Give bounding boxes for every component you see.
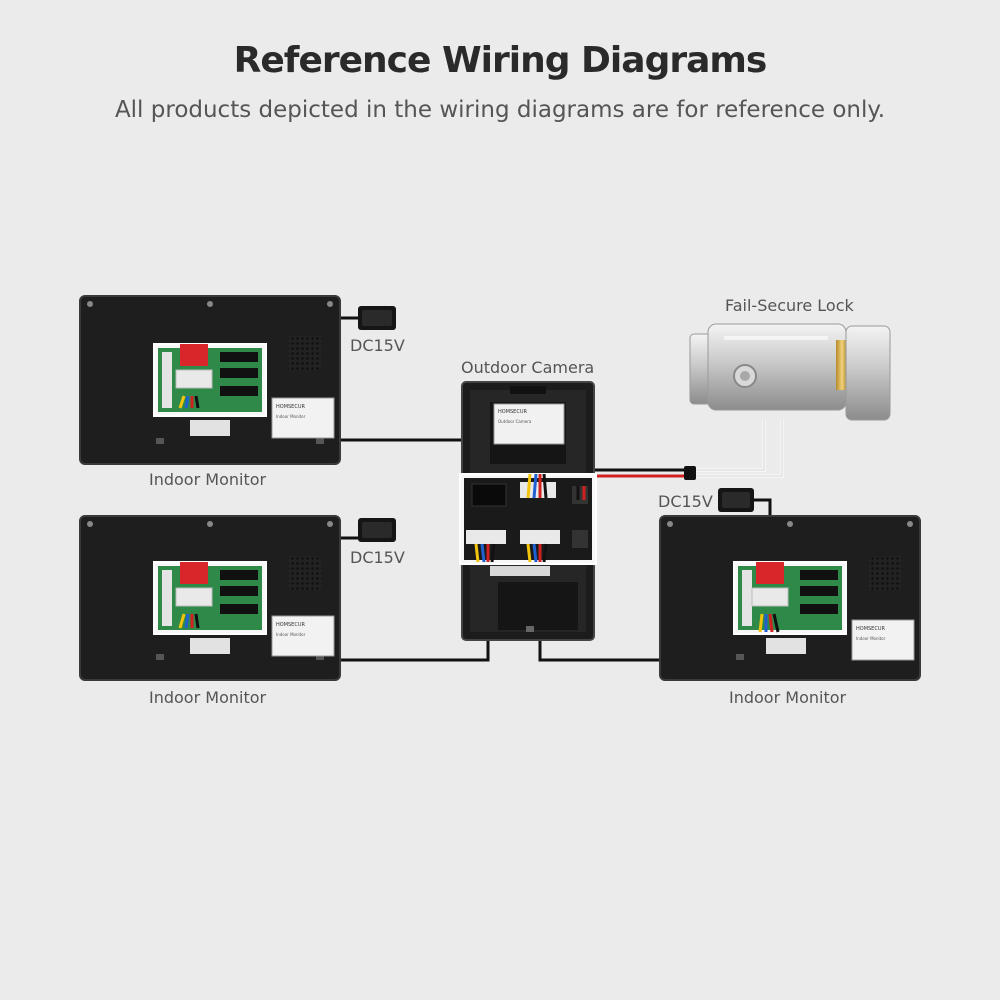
label-indoor-monitor-2: Indoor Monitor (149, 688, 267, 707)
label-fail-secure-lock: Fail-Secure Lock (725, 296, 854, 315)
label-outdoor-camera: Outdoor Camera (461, 358, 595, 377)
terminal-panel (153, 343, 267, 417)
sticker-model: Outdoor Camera (498, 419, 532, 424)
wire-lock (576, 420, 784, 498)
indoor-monitor-3: HOMSECUR Indoor Monitor (659, 515, 921, 681)
sticker-brand: HOMSECUR (856, 626, 885, 632)
label-indoor-monitor-3: Indoor Monitor (729, 688, 847, 707)
sticker-model: Indoor Monitor (276, 632, 306, 637)
sticker-model: Indoor Monitor (276, 414, 306, 419)
sticker-brand: HOMSECUR (276, 622, 305, 628)
terminal-panel (153, 561, 267, 635)
page-title: Reference Wiring Diagrams (233, 40, 768, 81)
power-adapter-3 (718, 488, 754, 512)
sticker-model: Indoor Monitor (856, 636, 886, 641)
power-adapter-1 (358, 306, 396, 330)
label-power-2: DC15V (350, 548, 405, 567)
page-subtitle: All products depicted in the wiring diag… (114, 97, 886, 123)
terminal-panel (733, 561, 847, 635)
sticker-brand: HOMSECUR (276, 404, 305, 410)
sticker-brand: HOMSECUR (498, 409, 527, 415)
label-power-3: DC15V (658, 492, 713, 511)
outdoor-camera: HOMSECUR Outdoor Camera (459, 381, 597, 641)
label-indoor-monitor-1: Indoor Monitor (149, 470, 267, 489)
power-adapter-2 (358, 518, 396, 542)
label-power-1: DC15V (350, 336, 405, 355)
fail-secure-lock (689, 323, 891, 421)
indoor-monitor-2: HOMSECUR Indoor Monitor (79, 515, 341, 681)
indoor-monitor-1: HOMSECUR Indoor Monitor (79, 295, 341, 465)
